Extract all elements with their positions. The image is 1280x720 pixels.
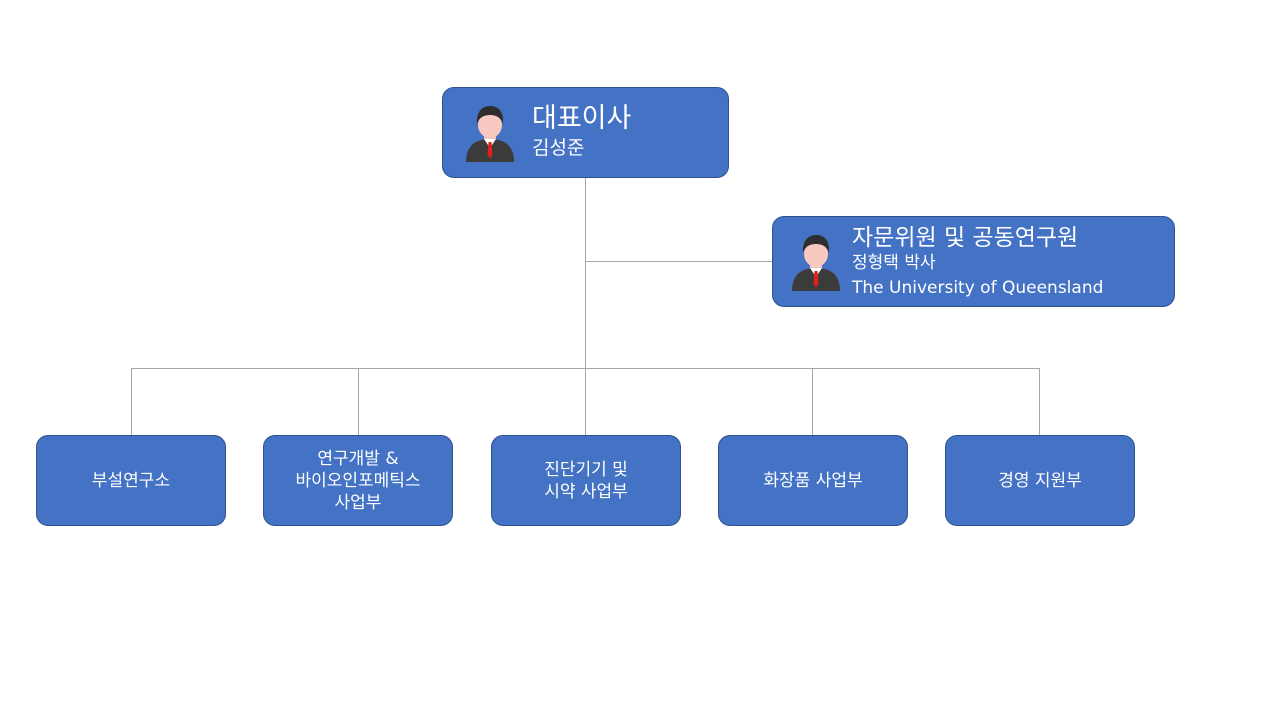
advisor-box[interactable]: 자문위원 및 공동연구원 정형택 박사 The University of Qu… [772,216,1175,307]
department-box-cosmetics[interactable]: 화장품 사업부 [718,435,908,526]
department-box-rnd-bioinformatics[interactable]: 연구개발 & 바이오인포메틱스 사업부 [263,435,453,526]
connector-drop-3 [585,368,586,436]
department-box-management-support[interactable]: 경영 지원부 [945,435,1135,526]
department-label: 경영 지원부 [998,470,1082,492]
advisor-name: 정형택 박사 [852,251,936,275]
connector-drop-2 [358,368,359,436]
department-label: 화장품 사업부 [763,470,862,492]
connector-ceo-trunk [585,178,586,369]
ceo-title: 대표이사 [532,104,631,134]
ceo-box[interactable]: 대표이사 김성준 [442,87,729,178]
connector-drop-1 [131,368,132,436]
department-box-diagnostics[interactable]: 진단기기 및 시약 사업부 [491,435,681,526]
connector-advisor-branch [585,261,773,262]
connector-drop-5 [1039,368,1040,436]
department-box-research-institute[interactable]: 부설연구소 [36,435,226,526]
advisor-title: 자문위원 및 공동연구원 [852,225,1078,251]
connector-drop-4 [812,368,813,436]
ceo-name: 김성준 [532,137,584,159]
department-label: 연구개발 & 바이오인포메틱스 사업부 [295,448,420,514]
advisor-affiliation: The University of Queensland [852,276,1103,300]
department-label: 부설연구소 [92,470,170,492]
person-suit-icon [791,233,841,291]
person-suit-icon [465,104,515,162]
department-label: 진단기기 및 시약 사업부 [544,459,628,503]
